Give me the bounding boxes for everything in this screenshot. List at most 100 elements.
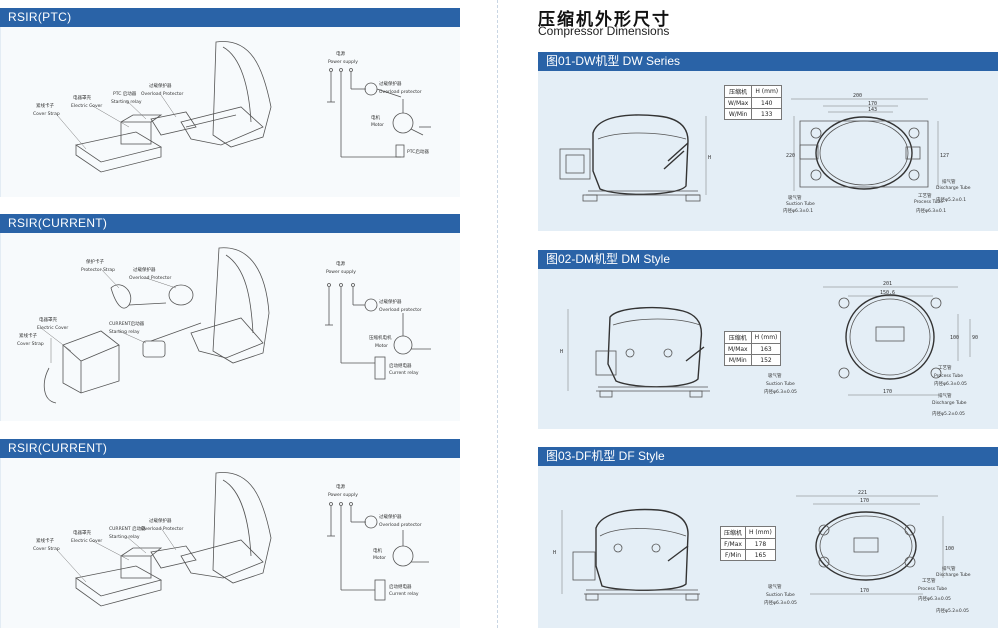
label-power-cn: 电源 [336,260,345,267]
page-gutter [497,0,498,628]
label-strap-en: Cover Strap [17,341,44,347]
label-cover-en: Electric Cover [71,103,102,109]
dim-df-d2: 170 [860,498,869,504]
label-overload-en-2: Overload protector [379,522,422,528]
panel-rsir-current-1: 保护卡子 Protector Strap 过载保护器 Overload Prot… [0,233,460,421]
dim-df-d1: 221 [858,490,867,496]
wiring-diagram-rsir-current-1: 保护卡子 Protector Strap 过载保护器 Overload Prot… [17,247,431,404]
label-ptc-en: Starting relay [111,99,142,105]
panel-df: H 221 170 100 170 吸气管 Suction Tube 内径φ6.… [538,466,998,628]
label-df-suction-dia: 内径φ6.3±0.05 [764,599,797,606]
panel-rsir-current-2: 紧线卡子 Cover Strap 电器罩壳 Electric Cover CUR… [0,458,460,628]
label-dm-discharge-en: Discharge Tube [932,400,967,406]
figure-title-df: 图03-DF机型 DF Style [538,447,998,466]
label-motor-cn: 电机 [373,547,382,554]
label-current-en: Starting relay [109,534,140,540]
dim-dm-d4: 90 [972,335,978,341]
label-overload-en: Overload Protector [141,526,184,532]
dim-dw-d3: 143 [868,107,877,113]
section-title-rsir-ptc: RSIR(PTC) [0,8,460,27]
label-power-cn: 电源 [336,483,345,490]
label-dw-suction-cn: 吸气管 [788,194,802,201]
label-df-process-dia: 内径φ6.3±0.05 [918,595,951,602]
wiring-diagram-rsir-ptc: 紧线卡子 Cover Strap 电器罩壳 Electric Cover PTC… [33,41,431,173]
dim-dm-d2: 150.6 [880,290,895,296]
th: 压缩机 [724,331,752,344]
label-dm-process-en: Process Tube [934,373,963,379]
label-dw-discharge-en: Discharge Tube [936,185,971,191]
dim-dm-d5: 170 [883,389,892,395]
label-overload-cn-2: 过载保护器 [379,513,402,520]
label-power-cn: 电源 [336,50,345,57]
label-cover-cn: 电器罩壳 [39,316,57,323]
label-overload-en-2: Overload protector [379,307,422,313]
label-df-suction-cn: 吸气管 [768,583,782,590]
label-df-discharge-en: Discharge Tube [936,572,971,578]
table-cell: M/Min [724,354,752,366]
label-dm-discharge-cn: 排气管 [938,392,952,399]
label-protect-cn: 保护卡子 [86,258,104,265]
th: 压缩机 [723,85,753,98]
section-title-rsir-current-1: RSIR(CURRENT) [0,214,460,233]
label-overload-en: Overload Protector [141,91,184,97]
label-dm-discharge-dia: 内径φ5.2±0.05 [932,410,965,417]
label-dw-process-cn: 工艺管 [918,192,932,199]
label-start-cn: 启动继电器 [389,362,412,369]
th: H (mm) [751,85,783,98]
th: H (mm) [750,331,782,344]
label-df-suction-en: Suction Tube [766,592,795,598]
table-cell: 133 [751,108,783,120]
dim-dw-d2: 170 [868,101,877,107]
dim-dm-d1: 201 [883,281,892,287]
label-overload-cn-2: 过载保护器 [379,298,402,305]
label-dw-discharge-dia: 内径φ5.2±0.1 [936,196,966,203]
label-start-cn: 启动继电器 [389,583,412,590]
table-cell: F/Min [719,549,747,561]
table-cell: F/Max [719,538,747,550]
label-power-en: Power supply [328,492,358,498]
label-motor-cn: 电机 [371,114,380,121]
table-cell: 163 [750,343,782,355]
table-cell: M/Max [724,343,752,355]
label-dw-process-en: Process Tube [914,199,943,205]
label-overload-cn: 过载保护器 [149,82,172,89]
panel-dw: H 200 170 143 127 220 吸气管 Suction Tube 内… [538,71,998,231]
label-current-cn: CURRENT启动器 [109,320,145,327]
label-cover-cn: 电器罩壳 [73,94,91,101]
figure-title-dm: 图02-DM机型 DM Style [538,250,998,269]
label-ptc-start: PTC启动器 [407,148,429,155]
dimension-drawing-df: H 221 170 100 170 吸气管 Suction Tube 内径φ6.… [553,490,971,614]
label-ptc-cn: PTC 启动器 [113,90,137,97]
panel-rsir-ptc: 紧线卡子 Cover Strap 电器罩壳 Electric Cover PTC… [0,27,460,197]
label-dm-process-dia: 内径φ6.3±0.05 [934,380,967,387]
page-title-cn: 压缩机外形尺寸 [538,10,671,30]
label-overload-en: Overload Protector [129,275,172,281]
table-cell: 165 [745,549,776,561]
dim-df-side-h: H [553,550,556,556]
panel-dm: H 201 150.6 100 90 170 吸气管 Suction Tube … [538,269,998,429]
label-power-en: Power supply [326,269,356,275]
label-motor-en: Motor [371,122,384,128]
label-df-discharge-dia: 内径φ5.2±0.05 [936,607,969,614]
dim-dw-side-h: H [708,155,711,161]
table-cell: 152 [750,354,782,366]
label-dw-discharge-cn: 排气管 [942,178,956,185]
dim-dw-d5: 220 [786,153,795,159]
label-dm-suction-dia: 内径φ6.3±0.05 [764,388,797,395]
label-motor-cn: 压缩机电机 [369,334,392,341]
dim-dm-side-h: H [560,349,563,355]
label-strap-cn: 紧线卡子 [19,332,37,339]
label-dm-suction-en: Suction Tube [766,381,795,387]
label-dm-suction-cn: 吸气管 [768,372,782,379]
page-title-en: Compressor Dimensions [538,24,670,38]
label-df-process-cn: 工艺管 [922,577,936,584]
label-overload-cn-2: 过载保护器 [379,80,402,87]
table-cell: W/Max [723,97,753,109]
table-cell: 140 [751,97,783,109]
